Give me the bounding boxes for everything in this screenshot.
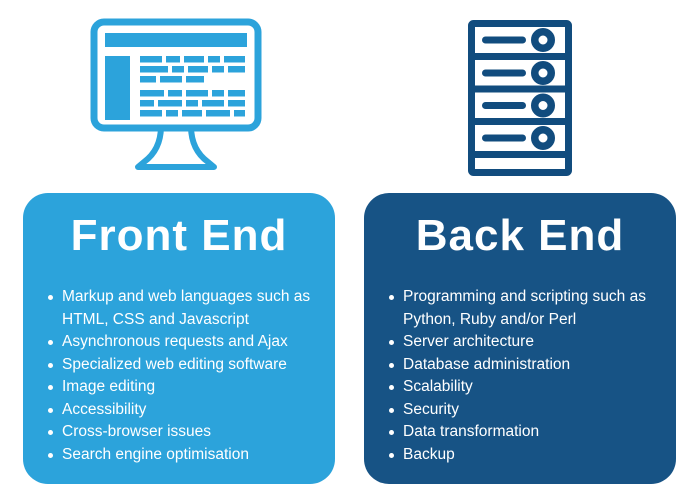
front-end-list: Markup and web languages such as HTML, C… <box>23 286 335 466</box>
front-end-list-item: Search engine optimisation <box>47 444 325 467</box>
back-end-title: Back End <box>415 211 625 260</box>
front-end-list-item: Cross-browser issues <box>47 421 325 444</box>
back-end-list-item: Data transformation <box>388 421 666 444</box>
front-end-card: Front End Markup and web languages such … <box>23 193 335 484</box>
back-end-list-item: Server architecture <box>388 331 666 354</box>
back-end-list-item: Programming and scripting such as Python… <box>388 286 666 331</box>
server-icon <box>468 20 572 181</box>
front-end-title: Front End <box>70 211 288 260</box>
front-end-list-item: Accessibility <box>47 399 325 422</box>
monitor-icon <box>90 18 262 176</box>
back-end-card: Back End Programming and scripting such … <box>364 193 676 484</box>
back-end-list-item: Scalability <box>388 376 666 399</box>
back-end-list-item: Security <box>388 399 666 422</box>
monitor-icon-svg <box>90 18 262 170</box>
server-icon-svg <box>468 20 572 176</box>
front-end-list-item: Image editing <box>47 376 325 399</box>
back-end-list-item: Database administration <box>388 354 666 377</box>
back-end-list-item: Backup <box>388 444 666 467</box>
front-end-list-item: Specialized web editing software <box>47 354 325 377</box>
front-end-list-item: Asynchronous requests and Ajax <box>47 331 325 354</box>
back-end-list: Programming and scripting such as Python… <box>364 286 676 466</box>
front-end-list-item: Markup and web languages such as HTML, C… <box>47 286 325 331</box>
